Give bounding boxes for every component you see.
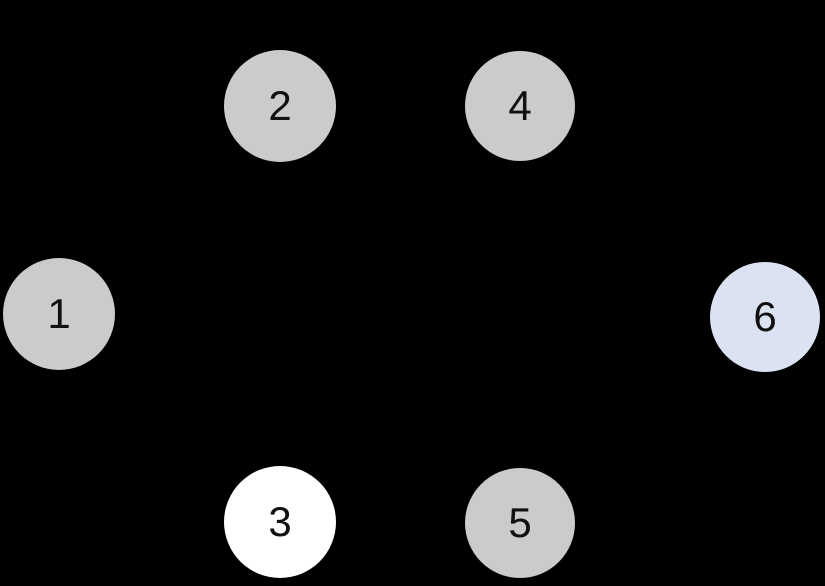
graph-node-4: 4	[465, 51, 575, 161]
graph-node-2: 2	[224, 50, 336, 162]
graph-node-1: 1	[3, 258, 115, 370]
node-3-label: 3	[268, 498, 292, 545]
graph-node-6: 6	[710, 262, 820, 372]
graph-node-5: 5	[465, 468, 575, 578]
node-1-label: 1	[47, 290, 71, 337]
node-5-label: 5	[508, 499, 532, 546]
graph-node-3: 3	[224, 466, 336, 578]
node-4-label: 4	[508, 82, 532, 129]
node-2-label: 2	[268, 82, 292, 129]
node-6-label: 6	[753, 293, 777, 340]
